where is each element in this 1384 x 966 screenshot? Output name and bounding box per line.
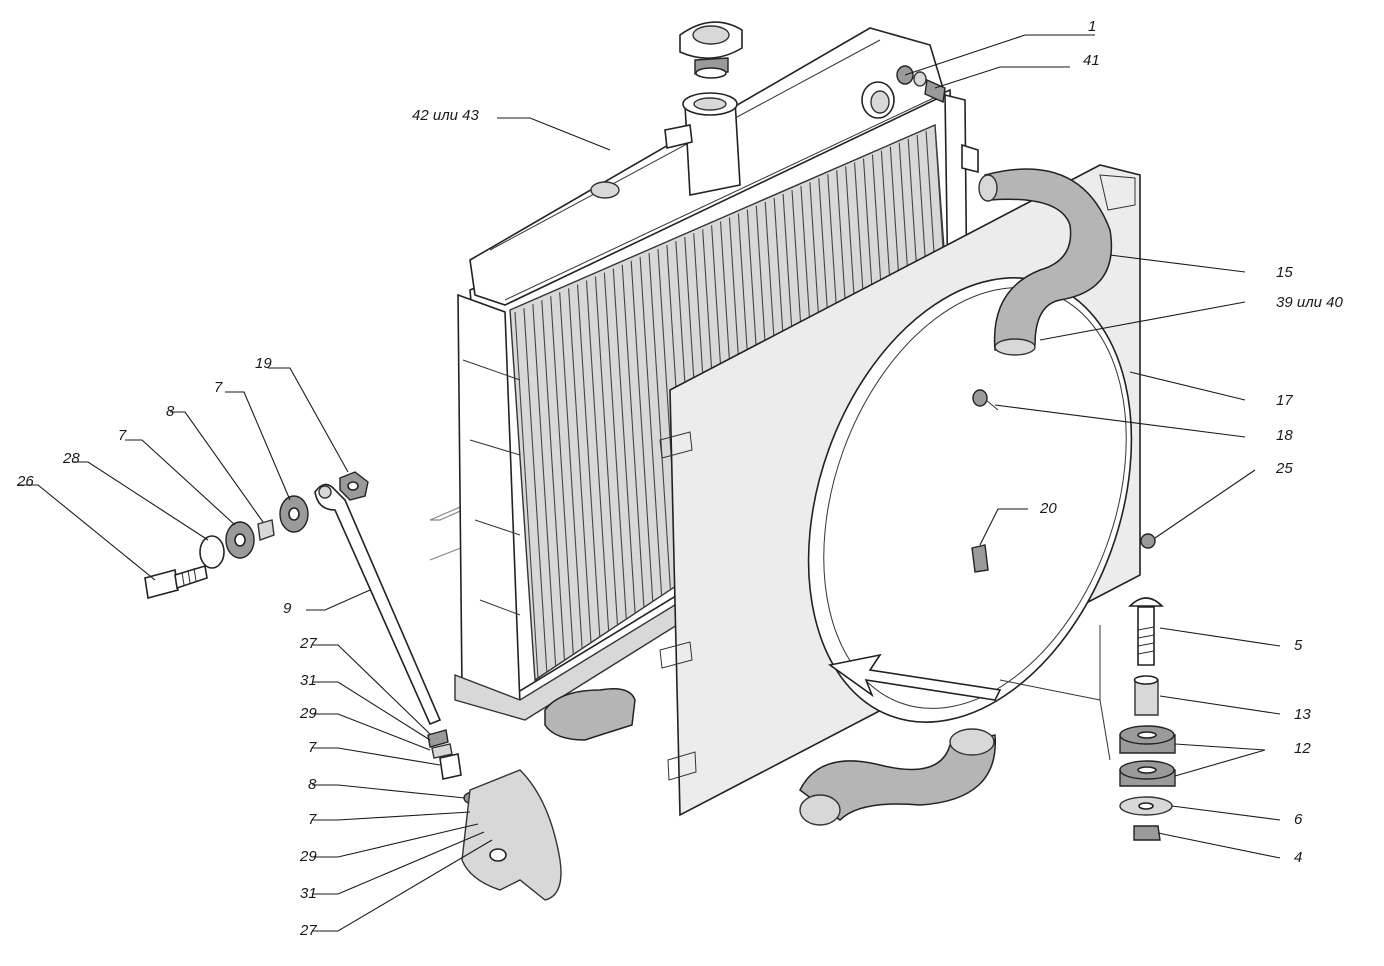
callout-8-lower: 8 bbox=[308, 776, 317, 793]
mounting-stack bbox=[999, 597, 1176, 841]
lower-hose bbox=[799, 728, 996, 826]
callout-19: 19 bbox=[255, 355, 272, 372]
callout-26: 26 bbox=[16, 473, 34, 490]
callout-31-lower: 31 bbox=[300, 885, 317, 902]
callout-20: 20 bbox=[1039, 500, 1057, 517]
callout-8-top: 8 bbox=[166, 403, 175, 420]
callout-42-43: 42 или 43 bbox=[412, 107, 480, 124]
radiator-fin bbox=[541, 300, 566, 661]
callout-31-upper: 31 bbox=[300, 672, 317, 689]
radiator-fin bbox=[639, 256, 663, 596]
callout-17: 17 bbox=[1276, 392, 1293, 409]
radiator-top-tank bbox=[469, 27, 946, 306]
callout-7-lower-b: 7 bbox=[308, 811, 317, 828]
callout-28: 28 bbox=[62, 450, 80, 467]
tie-rod-assembly bbox=[144, 471, 562, 901]
radiator-cap bbox=[679, 21, 743, 79]
callout-39-40: 39 или 40 bbox=[1276, 294, 1344, 311]
callout-7-top: 7 bbox=[214, 379, 223, 396]
callout-18: 18 bbox=[1276, 427, 1293, 444]
callout-29-lower: 29 bbox=[299, 848, 317, 865]
callout-labels: 1 41 42 или 43 15 39 или 40 17 18 25 20 … bbox=[16, 18, 1344, 939]
radiator-outlet-pipe bbox=[544, 688, 636, 741]
callout-7-mid: 7 bbox=[118, 427, 127, 444]
radiator-fin bbox=[568, 288, 592, 643]
callout-12: 12 bbox=[1294, 740, 1311, 757]
callout-15: 15 bbox=[1276, 264, 1293, 281]
callout-27-lower: 27 bbox=[299, 922, 317, 939]
radiator-fin bbox=[523, 308, 548, 673]
radiator-fin bbox=[577, 284, 601, 637]
callout-7-lower-a: 7 bbox=[308, 739, 317, 756]
small-fittings bbox=[971, 389, 1156, 573]
callout-25: 25 bbox=[1275, 460, 1293, 477]
callout-4: 4 bbox=[1294, 849, 1302, 866]
leader-lines bbox=[17, 34, 1281, 932]
radiator-fin bbox=[630, 260, 654, 602]
callout-5: 5 bbox=[1294, 637, 1303, 654]
callout-9: 9 bbox=[283, 600, 292, 617]
drain-fitting bbox=[896, 65, 946, 104]
callout-13: 13 bbox=[1294, 706, 1311, 723]
callout-6: 6 bbox=[1294, 811, 1303, 828]
callout-29-upper: 29 bbox=[299, 705, 317, 722]
radiator-fin bbox=[603, 272, 627, 620]
radiator-fin bbox=[514, 311, 539, 679]
upper-hose bbox=[978, 168, 1113, 356]
radiator-fin bbox=[621, 264, 645, 608]
radiator-fin bbox=[532, 304, 557, 667]
radiator-fin bbox=[559, 292, 583, 649]
callout-41: 41 bbox=[1083, 52, 1100, 69]
radiator-fin bbox=[585, 280, 610, 632]
callout-27-upper: 27 bbox=[299, 635, 317, 652]
radiator-fin bbox=[594, 276, 619, 626]
radiator-fin bbox=[550, 296, 574, 655]
radiator-fin bbox=[648, 252, 671, 590]
callout-1: 1 bbox=[1088, 18, 1096, 35]
radiator-fin bbox=[612, 268, 636, 614]
